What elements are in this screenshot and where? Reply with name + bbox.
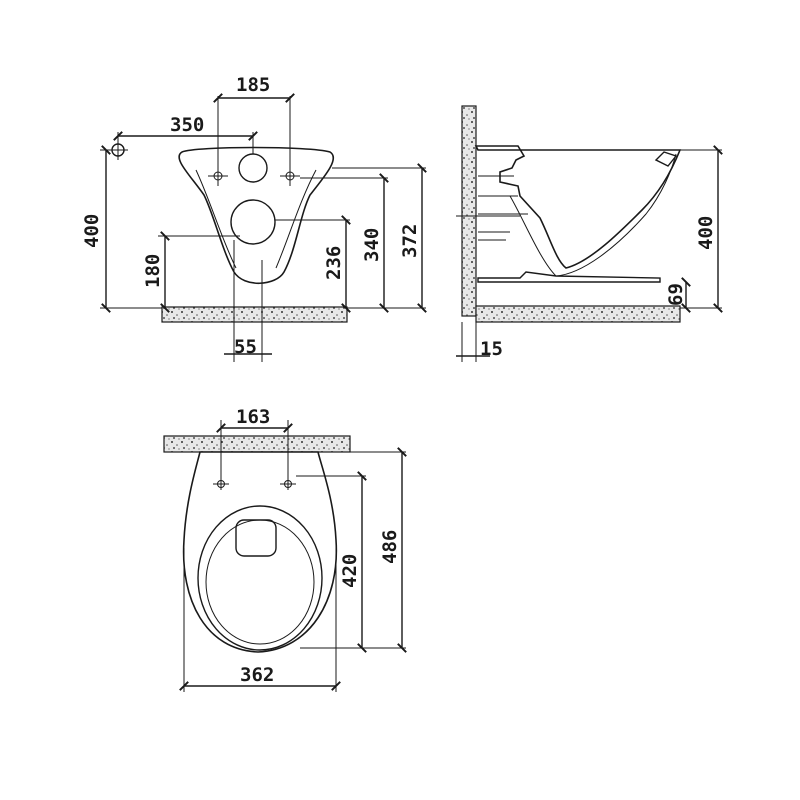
side-rim-detail (654, 151, 678, 167)
side-view: 400 69 15 (456, 105, 723, 362)
front-outlet-circle (230, 199, 276, 245)
dim-350-label: 350 (170, 114, 204, 136)
dim-400-side-label: 400 (695, 216, 717, 250)
top-wall-slab (163, 435, 351, 453)
dim-340-label: 340 (361, 228, 383, 262)
side-bowl-profile (474, 145, 682, 269)
dim-236: 236 (275, 215, 351, 313)
side-floor-slab (475, 305, 681, 323)
dim-420-label: 420 (339, 554, 361, 588)
dim-420: 420 (296, 471, 367, 653)
dim-340: 340 (300, 173, 389, 313)
top-view: 163 420 486 362 (163, 406, 407, 692)
side-wall (461, 105, 477, 317)
dim-372-label: 372 (399, 224, 421, 258)
dim-372: 372 (332, 163, 427, 313)
front-view: 185 350 400 180 236 (81, 74, 427, 362)
side-bowl-inner (509, 153, 677, 277)
dim-400-side: 400 (680, 145, 723, 313)
dim-400-front: 400 (81, 145, 162, 313)
top-outlet-square (235, 519, 277, 557)
dim-163: 163 (216, 406, 293, 490)
front-floor-slab (161, 306, 348, 323)
side-bowl-mid-lines (478, 175, 528, 241)
dim-350: 350 (113, 114, 258, 154)
front-bowl-outline (178, 146, 335, 284)
top-seat-opening (197, 505, 323, 651)
dim-185: 185 (213, 74, 295, 170)
dim-362: 362 (179, 548, 341, 692)
side-bowl-base (477, 271, 661, 283)
dim-69-label: 69 (665, 283, 687, 306)
dim-15-label: 15 (480, 338, 503, 360)
dim-15: 15 (456, 322, 503, 362)
dim-486-label: 486 (379, 530, 401, 564)
dim-55-label: 55 (234, 336, 257, 358)
dim-400-front-label: 400 (81, 214, 103, 248)
dim-180: 180 (142, 231, 240, 313)
dim-486: 486 (350, 447, 407, 653)
dim-180-label: 180 (142, 254, 164, 288)
dim-236-label: 236 (323, 246, 345, 280)
top-bowl-outline (182, 451, 338, 653)
dim-69: 69 (665, 277, 691, 313)
dim-163-label: 163 (236, 406, 270, 428)
dim-55: 55 (224, 240, 272, 362)
dim-362-label: 362 (240, 664, 274, 686)
dim-185-label: 185 (236, 74, 270, 96)
